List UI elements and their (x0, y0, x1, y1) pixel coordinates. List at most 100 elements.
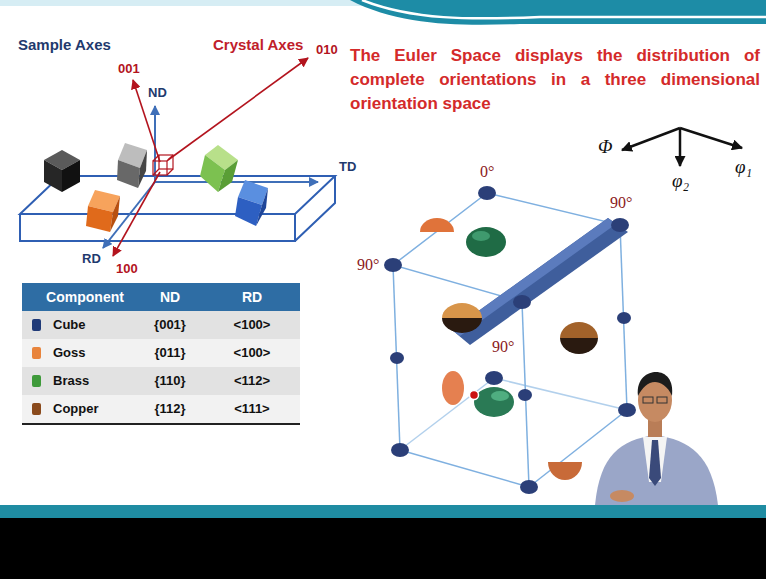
unit-cell-wireframe (153, 169, 159, 175)
cube-texture-corner (618, 403, 636, 417)
texture-component-blob (420, 218, 598, 480)
presenter-figure (610, 490, 634, 502)
texture-component-blob (560, 338, 598, 354)
cube-texture-corner (518, 389, 532, 401)
texture-component-blob (442, 318, 482, 333)
angle-label: 90° (357, 256, 379, 274)
table-background (22, 339, 300, 367)
texture-component-blob (560, 322, 598, 338)
header-band (350, 0, 766, 25)
angle-label: 90° (492, 338, 514, 356)
cube-texture-corner (478, 186, 496, 200)
texture-component-blob (491, 391, 509, 401)
euler-angle-axes (679, 128, 682, 166)
footer-band (0, 518, 766, 579)
euler-space-cube (494, 378, 627, 410)
texture-component-blob (466, 227, 506, 257)
legend-text: Goss (53, 346, 86, 361)
cube-texture-corner (513, 295, 531, 309)
table-header: RD (242, 289, 262, 305)
header-band (0, 0, 766, 25)
table-cell: <112> (234, 374, 270, 389)
angle-label: 90° (610, 194, 632, 212)
crystal-block-cube (218, 160, 238, 192)
texture-component-blob (420, 218, 454, 232)
unit-cell-wireframe (153, 155, 173, 175)
legend-swatch (32, 375, 41, 387)
euler-angle-axes (622, 128, 680, 150)
table-header: Component (46, 289, 124, 305)
crystal-block-cube (62, 160, 80, 192)
presenter-figure (638, 372, 673, 396)
table-cell: {011} (154, 346, 185, 361)
texture-component-blob (442, 303, 482, 318)
table-background (22, 367, 300, 395)
cube-texture-corner (611, 218, 629, 232)
table-cell: <100> (234, 346, 271, 361)
table-background (22, 283, 300, 311)
legend-swatch (32, 403, 41, 415)
table-background (22, 423, 300, 425)
angle-label: 0° (480, 163, 494, 181)
unit-cell-wireframe (153, 161, 167, 175)
table-background (22, 283, 300, 424)
cube-texture-corner (485, 371, 503, 385)
crystal-block-cube (110, 196, 120, 232)
unit-cell-wireframe (159, 155, 173, 169)
cube-texture-corner (520, 480, 538, 494)
euler-angle-symbol: φ₂ (672, 170, 689, 192)
panel-heading: Crystal Axes (213, 36, 303, 53)
table-cell: {112} (154, 402, 185, 417)
texture-component-blob (474, 387, 514, 417)
table-background (22, 395, 300, 423)
texture-component-blob (548, 462, 582, 480)
footer-band (0, 505, 766, 579)
presenter-figure (595, 372, 718, 505)
legend-swatch (32, 319, 41, 331)
cube-texture-corner (384, 186, 636, 494)
euler-angle-symbol: Φ (598, 136, 612, 158)
presenter-figure (657, 397, 667, 403)
crystal-block-cube (44, 143, 268, 232)
table-cell: <111> (234, 402, 269, 417)
table-cell: {110} (154, 374, 185, 389)
sample-axis-label: RD (82, 252, 101, 267)
table-background (22, 311, 300, 339)
unit-cell-wireframe (167, 169, 173, 175)
texture-component-blob (472, 231, 490, 241)
crystal-block-cube (117, 160, 140, 188)
footer-band (0, 505, 766, 518)
panel-heading: Sample Axes (18, 36, 111, 53)
euler-angle-axes (622, 128, 742, 166)
unit-cell-wireframe (153, 155, 159, 161)
crystal-axis-arrow (113, 172, 160, 256)
crystal-axis-arrow (168, 58, 308, 160)
euler-space-cube (393, 193, 627, 487)
crystal-block-cube (138, 150, 147, 188)
crystal-block-cube (86, 206, 113, 232)
cube-texture-corner (617, 312, 631, 324)
legend-text: Copper (53, 402, 99, 417)
cube-texture-corner (390, 352, 404, 364)
sample-plate (295, 176, 335, 241)
legend-swatch (32, 347, 41, 359)
unit-cell-wireframe (167, 155, 173, 161)
euler-angle-symbol: φ₁ (735, 156, 752, 178)
table-cell: {001} (154, 318, 186, 333)
header-band (362, 0, 766, 18)
crystal-block-cube (44, 160, 62, 192)
crystal-axis-label: 010 (316, 43, 338, 58)
sample-axis-label: TD (339, 160, 356, 175)
legend-row: Goss (32, 345, 86, 361)
crystal-block-cube (256, 188, 268, 226)
presenter-figure (649, 440, 661, 486)
texture-component-blob (470, 391, 479, 400)
cube-texture-corner (391, 443, 409, 457)
sample-axis-arrow (103, 106, 318, 248)
texture-component-blob (442, 371, 464, 405)
legend-text: Cube (53, 318, 86, 333)
crystal-axis-label: 001 (118, 62, 140, 77)
cube-texture-corner (384, 258, 402, 272)
legend-row: Brass (32, 373, 89, 389)
